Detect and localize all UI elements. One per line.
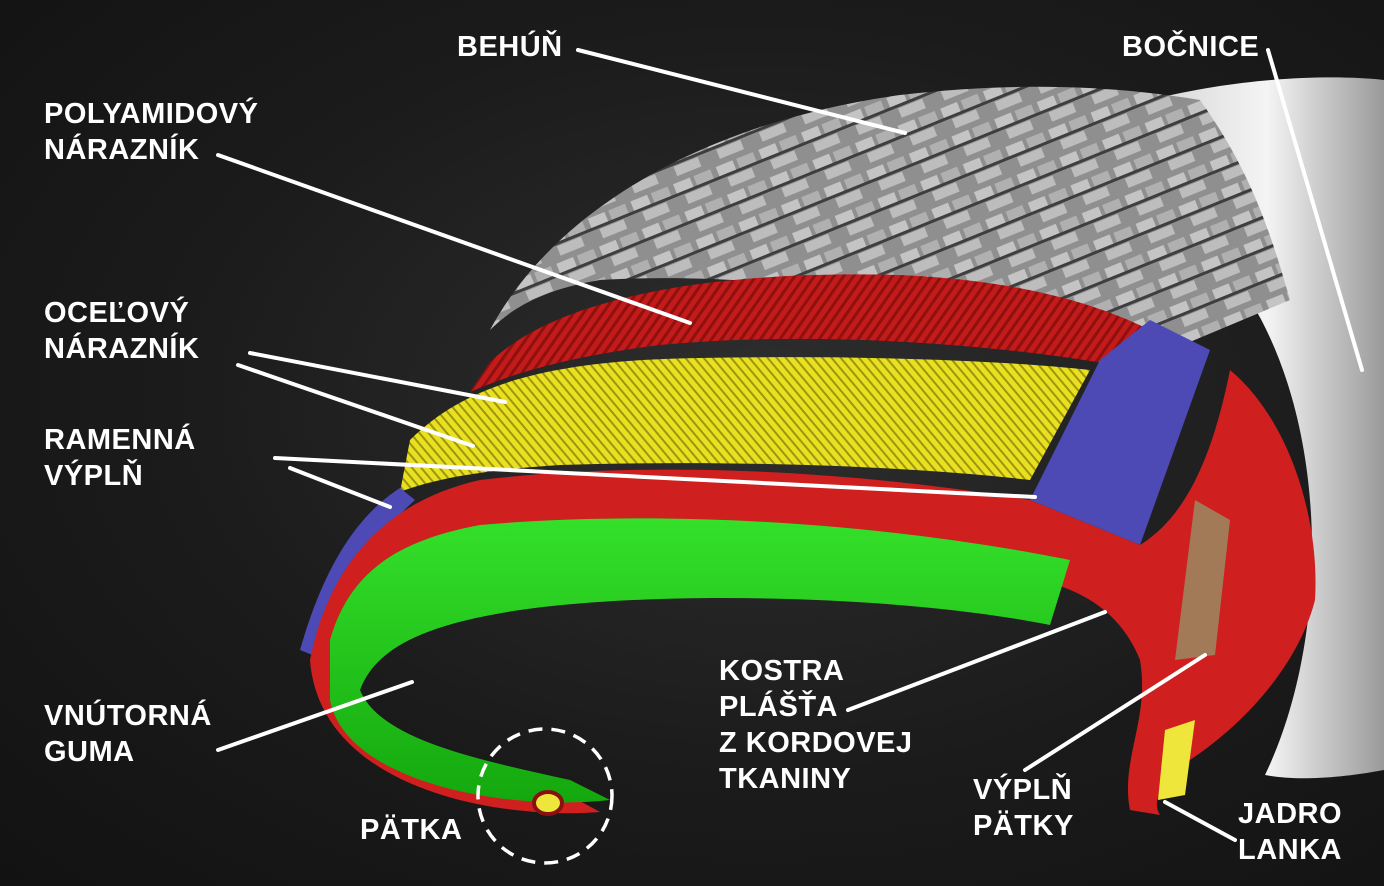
label-inner-liner: VNÚTORNÁ GUMA: [44, 698, 212, 770]
label-bead-core-line2: LANKA: [1238, 834, 1342, 866]
label-carcass-line1: KOSTRA: [719, 655, 845, 687]
label-sidewall: BOČNICE: [1122, 29, 1259, 65]
label-steel-belt-line2: NÁRAZNÍK: [44, 333, 200, 365]
tread-shape: [490, 86, 1290, 366]
leader-bead-filler: [1023, 653, 1207, 772]
label-bead-filler: VÝPLŇ PÄTKY: [973, 772, 1074, 844]
label-shoulder-filler-line2: VÝPLŇ: [44, 460, 144, 492]
label-bead-filler-line1: VÝPLŇ: [973, 774, 1073, 806]
leader-tread: [576, 48, 907, 135]
label-tread: BEHÚŇ: [457, 29, 563, 65]
leader-steel-1: [248, 351, 507, 404]
label-carcass-line4: TKANINY: [719, 763, 852, 795]
leader-sidewall: [1266, 48, 1364, 372]
label-shoulder-filler-line1: RAMENNÁ: [44, 424, 196, 456]
leader-shoulder-1: [273, 456, 1037, 499]
label-carcass-line2: PLÁŠŤA: [719, 691, 838, 723]
label-inner-liner-line1: VNÚTORNÁ: [44, 700, 212, 732]
label-carcass-line3: Z KORDOVEJ: [719, 727, 913, 759]
bead-highlight-circle: [476, 727, 614, 865]
label-bead-core: JADRO LANKA: [1238, 796, 1342, 868]
label-bead-text: PÄTKA: [360, 814, 463, 846]
label-shoulder-filler: RAMENNÁ VÝPLŇ: [44, 422, 196, 494]
leader-inner-liner: [216, 680, 414, 752]
label-carcass: KOSTRA PLÁŠŤA Z KORDOVEJ TKANINY: [719, 653, 913, 797]
label-steel-belt-line1: OCEĽOVÝ: [44, 297, 190, 329]
leader-polyamide: [216, 153, 692, 325]
bead-filler-shape: [1175, 500, 1230, 660]
leader-shoulder-2: [288, 466, 392, 509]
steel-belt-shape: [400, 357, 1090, 492]
leader-lines: [216, 48, 1364, 842]
shoulder-filler-shape: [1030, 320, 1210, 545]
label-polyamide-belt-line2: NÁRAZNÍK: [44, 134, 200, 166]
label-bead-filler-line2: PÄTKY: [973, 810, 1074, 842]
label-sidewall-text: BOČNICE: [1122, 31, 1260, 63]
label-inner-liner-line2: GUMA: [44, 736, 135, 768]
label-bead: PÄTKA: [360, 812, 462, 848]
label-steel-belt: OCEĽOVÝ NÁRAZNÍK: [44, 295, 199, 367]
leader-carcass: [846, 610, 1107, 712]
bead-core-right-shape: [1158, 720, 1195, 800]
label-bead-core-line1: JADRO: [1238, 798, 1343, 830]
leader-steel-2: [236, 363, 475, 448]
inner-liner-shape: [330, 518, 1070, 803]
label-polyamide-belt-line1: POLYAMIDOVÝ: [44, 98, 259, 130]
leader-bead-core: [1163, 800, 1237, 842]
label-polyamide-belt: POLYAMIDOVÝ NÁRAZNÍK: [44, 96, 258, 168]
bead-core-left-shape: [532, 790, 564, 816]
carcass-shape: [310, 370, 1316, 815]
label-tread-text: BEHÚŇ: [457, 31, 563, 63]
